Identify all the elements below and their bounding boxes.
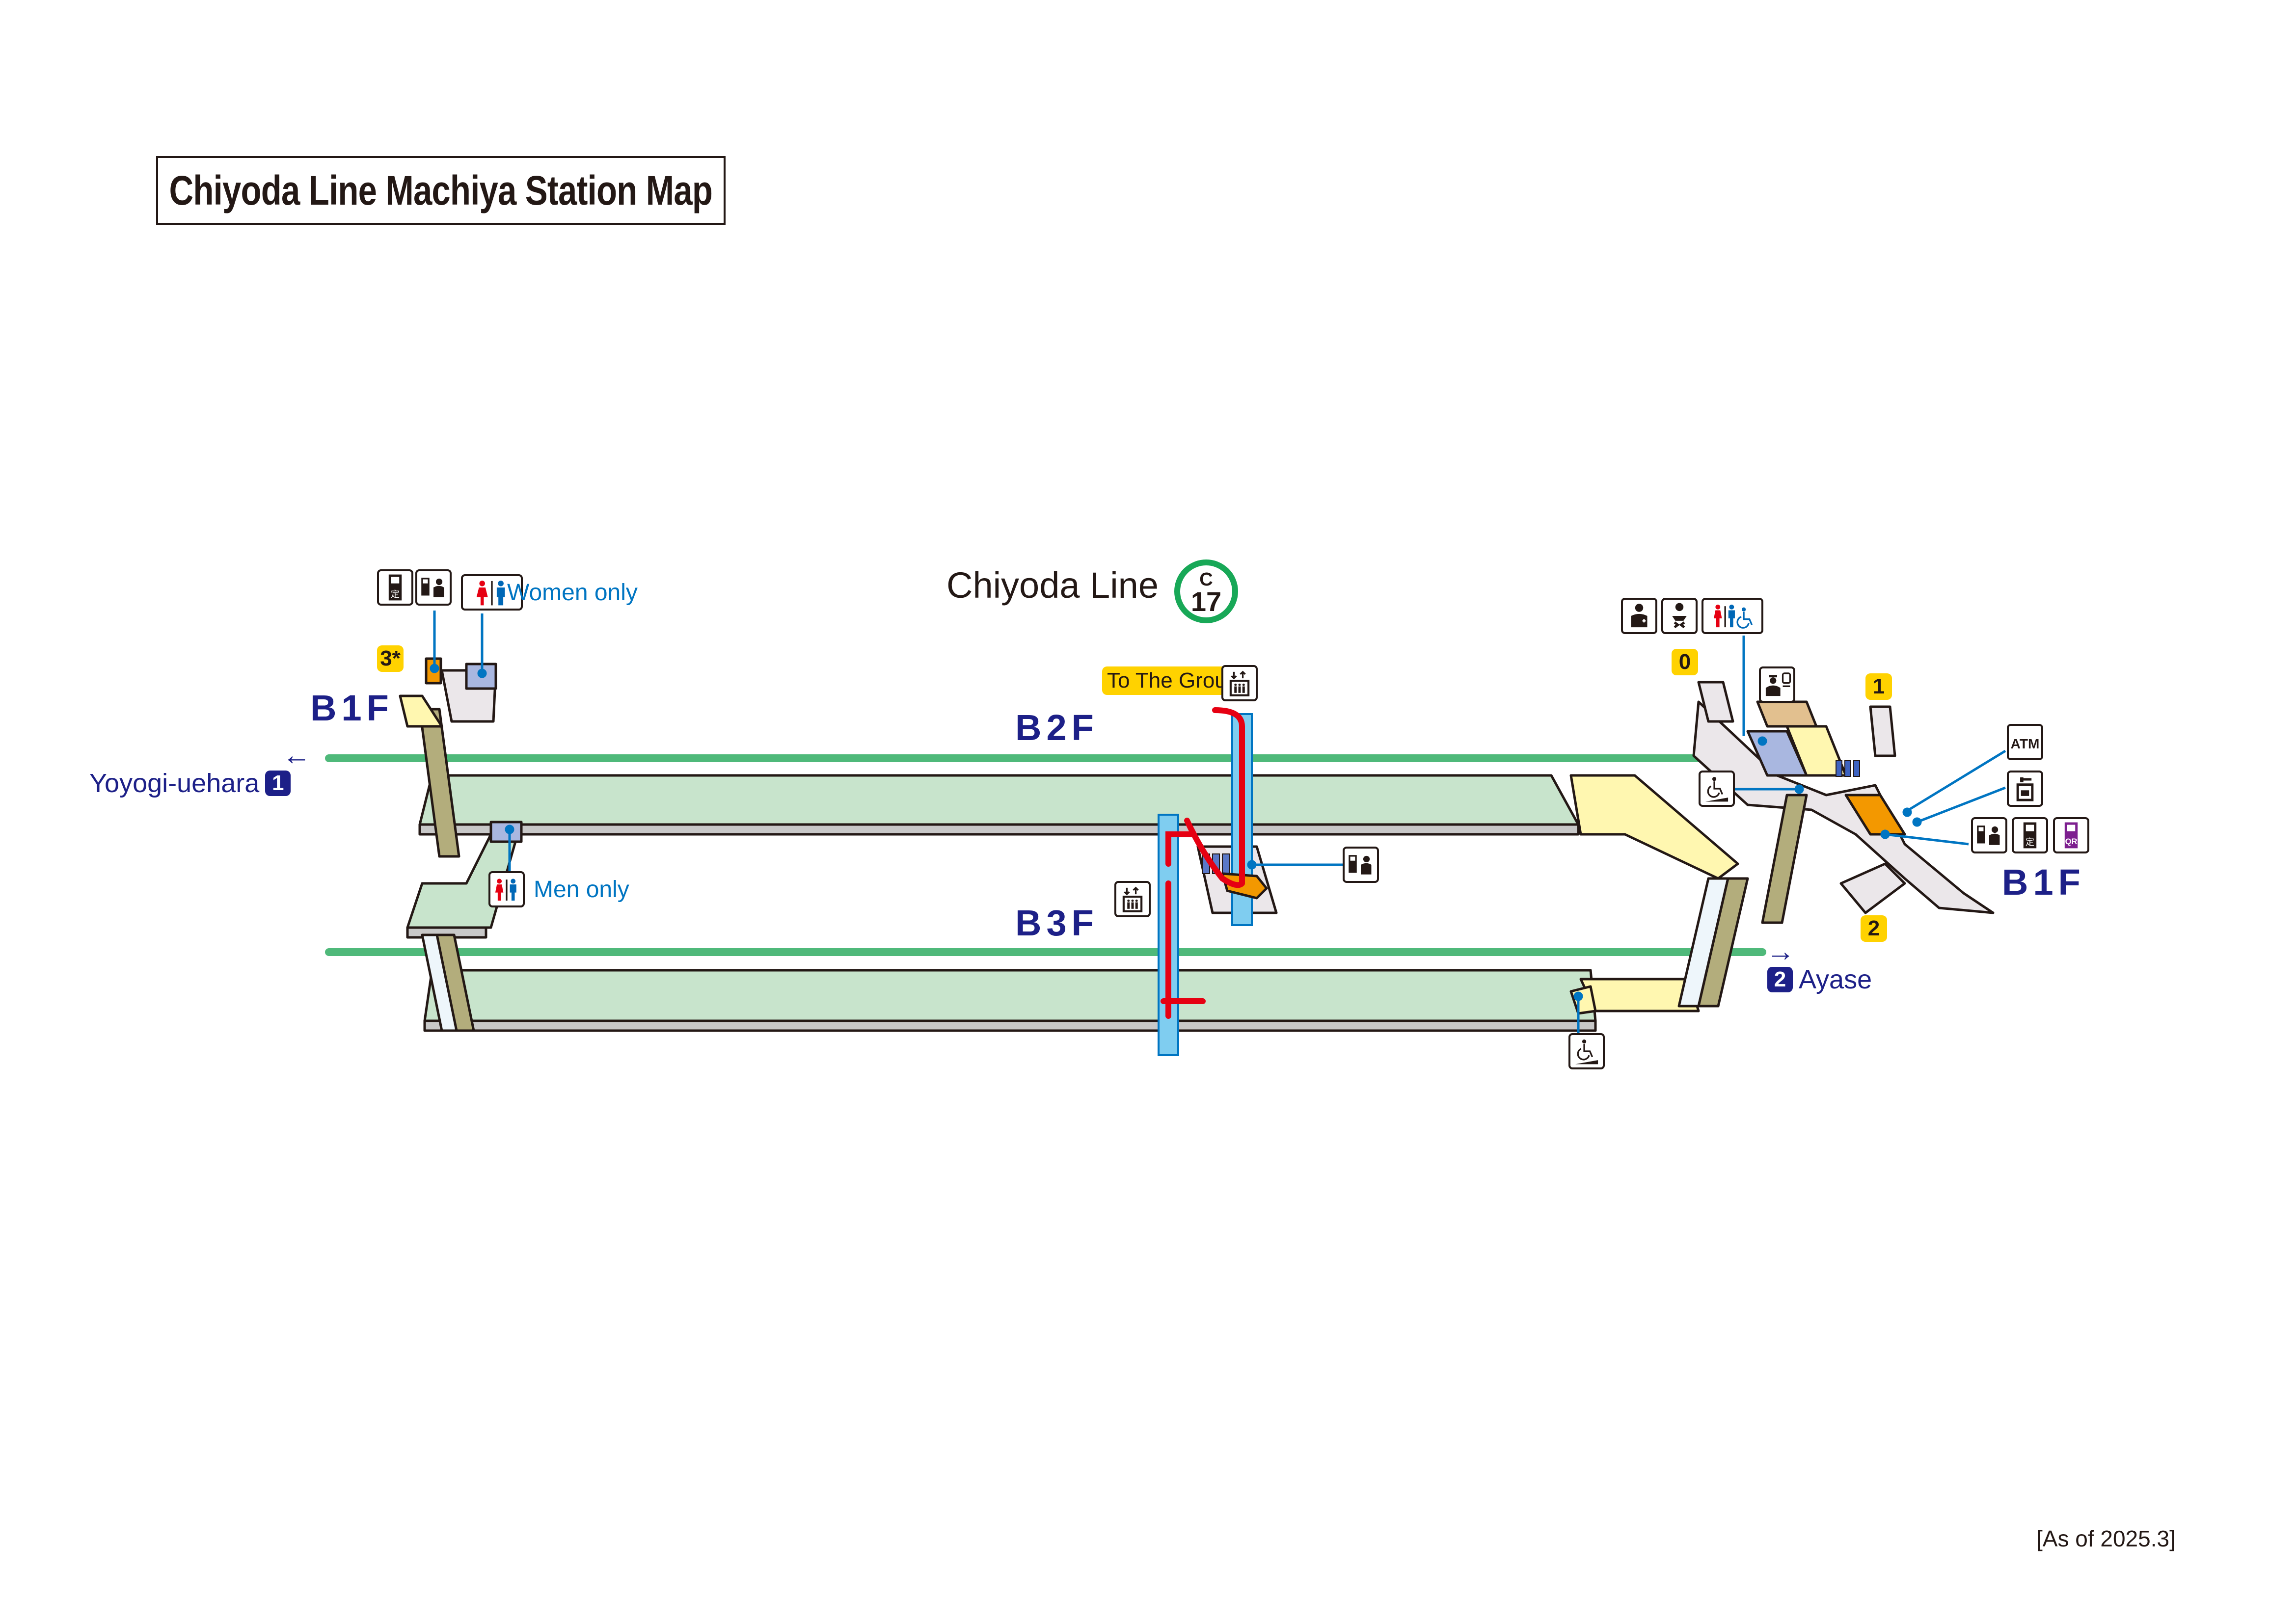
toilet-men-block <box>489 821 523 843</box>
platform-b3f <box>423 969 1597 1032</box>
platform-b2f <box>418 774 1580 836</box>
station-number-badge: C 17 <box>1174 559 1238 623</box>
wheelchair-ramp-icon-b3f <box>1568 1033 1605 1069</box>
women-only-label: Women only <box>507 580 638 606</box>
station-office-icon <box>1759 666 1795 703</box>
commuter-pass-machine-icon: 定 <box>377 569 413 606</box>
callout-lines <box>430 611 2006 1033</box>
destination-left-name: Yoyogi-uehara <box>89 769 260 798</box>
floor-label-b3f: B3F <box>1015 903 1099 943</box>
ticket-office-icon-central <box>1343 847 1379 883</box>
wheelchair-ramp-icon-b1f <box>1699 771 1735 807</box>
platform-number-1: 1 <box>265 771 291 796</box>
coin-locker-icon <box>2007 771 2043 807</box>
qr-ticket-machine-icon: QR <box>2053 817 2089 853</box>
elevator-route <box>1161 707 1245 1019</box>
floor-label-b1f-right: B1F <box>2002 862 2085 903</box>
commuter-pass-text: 定 <box>391 589 400 600</box>
exit-badge-2: 2 <box>1861 915 1887 942</box>
passage-right <box>1569 774 1749 1015</box>
ticket-office-icon-b1f <box>1971 817 2007 853</box>
baby-changing-icon <box>1661 598 1698 634</box>
map-title-box: Chiyoda Line Machiya Station Map <box>156 156 726 225</box>
elevator-icon-b2f <box>1221 665 1258 701</box>
floor-label-b2f: B2F <box>1015 707 1099 748</box>
commuter-pass-text-b1f: 定 <box>2026 837 2034 848</box>
first-aid-room-icon <box>1621 598 1657 634</box>
destination-right: 2 Ayase <box>1767 964 1872 995</box>
platform-number-2: 2 <box>1767 967 1793 992</box>
line-name: Chiyoda Line <box>946 565 1159 606</box>
destination-left: Yoyogi-uehara 1 <box>89 768 291 798</box>
restroom-icon-men <box>488 871 525 907</box>
destination-right-name: Ayase <box>1799 965 1872 994</box>
men-only-label: Men only <box>534 877 629 903</box>
qr-text: QR <box>2065 837 2078 846</box>
concourse-b1f-left <box>399 657 497 728</box>
central-elevator-block <box>1158 707 1278 1056</box>
restroom-icon-women <box>461 574 523 611</box>
station-code-number: 17 <box>1190 586 1222 617</box>
escalator-left-lower <box>421 933 458 1032</box>
ticket-office-icon <box>415 569 452 606</box>
direction-arrow-right: → <box>1766 935 1795 967</box>
direction-arrow-left: ← <box>282 739 311 771</box>
atm-icon: ATM <box>2007 724 2043 760</box>
exit-badge-0: 0 <box>1672 649 1698 675</box>
station-code-letter: C <box>1199 569 1213 590</box>
stairs-left-upper <box>418 708 460 858</box>
floor-label-b1f-left: B1F <box>310 688 394 728</box>
atm-text: ATM <box>2011 736 2040 751</box>
exit-badge-3: 3* <box>377 645 404 672</box>
exit-badge-1: 1 <box>1865 673 1892 700</box>
elevator-icon-b3f <box>1114 881 1151 917</box>
map-title: Chiyoda Line Machiya Station Map <box>169 167 713 213</box>
restroom-accessible-icon <box>1702 598 1763 634</box>
commuter-pass-machine-icon-b1f: 定 <box>2012 817 2048 853</box>
as-of-date: [As of 2025.3] <box>2036 1526 2176 1551</box>
concourse-b1f-right <box>1692 681 1995 924</box>
